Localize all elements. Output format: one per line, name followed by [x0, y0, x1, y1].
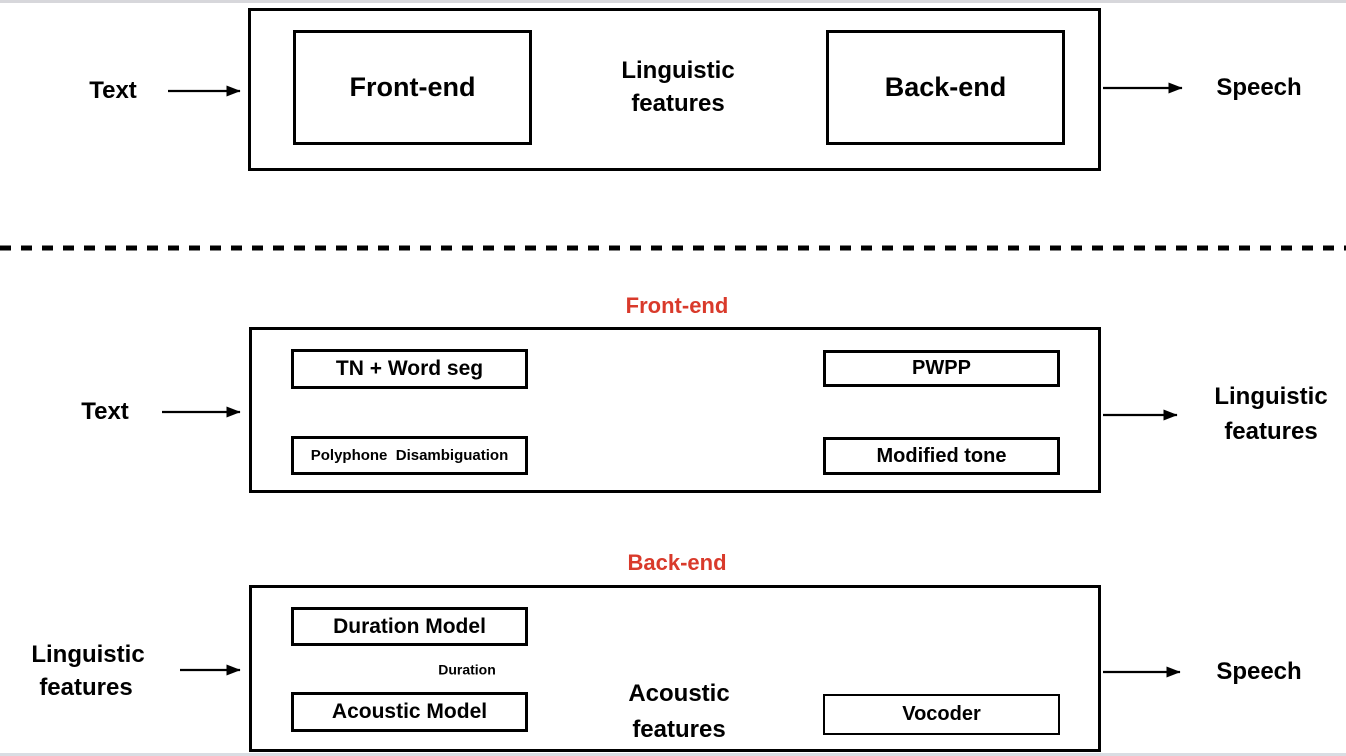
- front-end-output-label-line1: Linguistic: [1214, 382, 1328, 410]
- pwpp-label: PWPP: [912, 357, 971, 379]
- front-end-output-label-line2: features: [1224, 417, 1318, 445]
- overview-connector-label-line1: Linguistic: [621, 56, 735, 84]
- overview-input-label: Text: [89, 76, 137, 104]
- polyphone-disambiguation-box: Polyphone Disambiguation: [291, 436, 528, 475]
- back-end-input-label-line1: Linguistic: [31, 640, 145, 668]
- acoustic-connector-label-line1: Acoustic: [628, 679, 730, 707]
- tn-word-seg-box: TN + Word seg: [291, 349, 528, 389]
- overview-back-end-box: Back-end: [826, 30, 1065, 145]
- top-border: [0, 0, 1346, 3]
- acoustic-model-label: Acoustic Model: [331, 700, 488, 723]
- duration-model-box: Duration Model: [291, 607, 528, 646]
- front-end-section-title: Front-end: [625, 292, 729, 318]
- vocoder-box: Vocoder: [823, 694, 1060, 735]
- modified-tone-label: Modified tone: [876, 444, 1007, 467]
- overview-front-end-box: Front-end: [293, 30, 532, 145]
- modified-tone-box: Modified tone: [823, 437, 1060, 475]
- front-end-input-label: Text: [81, 397, 129, 425]
- overview-back-end-box-label: Back-end: [884, 72, 1007, 102]
- back-end-section-title: Back-end: [627, 549, 727, 575]
- duration-model-label: Duration Model: [333, 614, 486, 638]
- tn-word-seg-label: TN + Word seg: [335, 357, 484, 380]
- back-end-input-label-line2: features: [39, 673, 133, 701]
- bottom-border: [0, 753, 1346, 756]
- overview-output-label: Speech: [1216, 73, 1302, 101]
- vocoder-label: Vocoder: [902, 703, 981, 725]
- acoustic-model-box: Acoustic Model: [291, 692, 528, 732]
- pwpp-box: PWPP: [823, 350, 1060, 387]
- acoustic-connector-label-line2: features: [632, 715, 726, 743]
- overview-connector-label-line2: features: [631, 89, 725, 117]
- duration-arrow-label: Duration: [438, 661, 496, 678]
- overview-front-end-box-label: Front-end: [349, 72, 476, 102]
- back-end-output-label: Speech: [1216, 657, 1302, 685]
- polyphone-disambiguation-label: Polyphone Disambiguation: [310, 447, 509, 464]
